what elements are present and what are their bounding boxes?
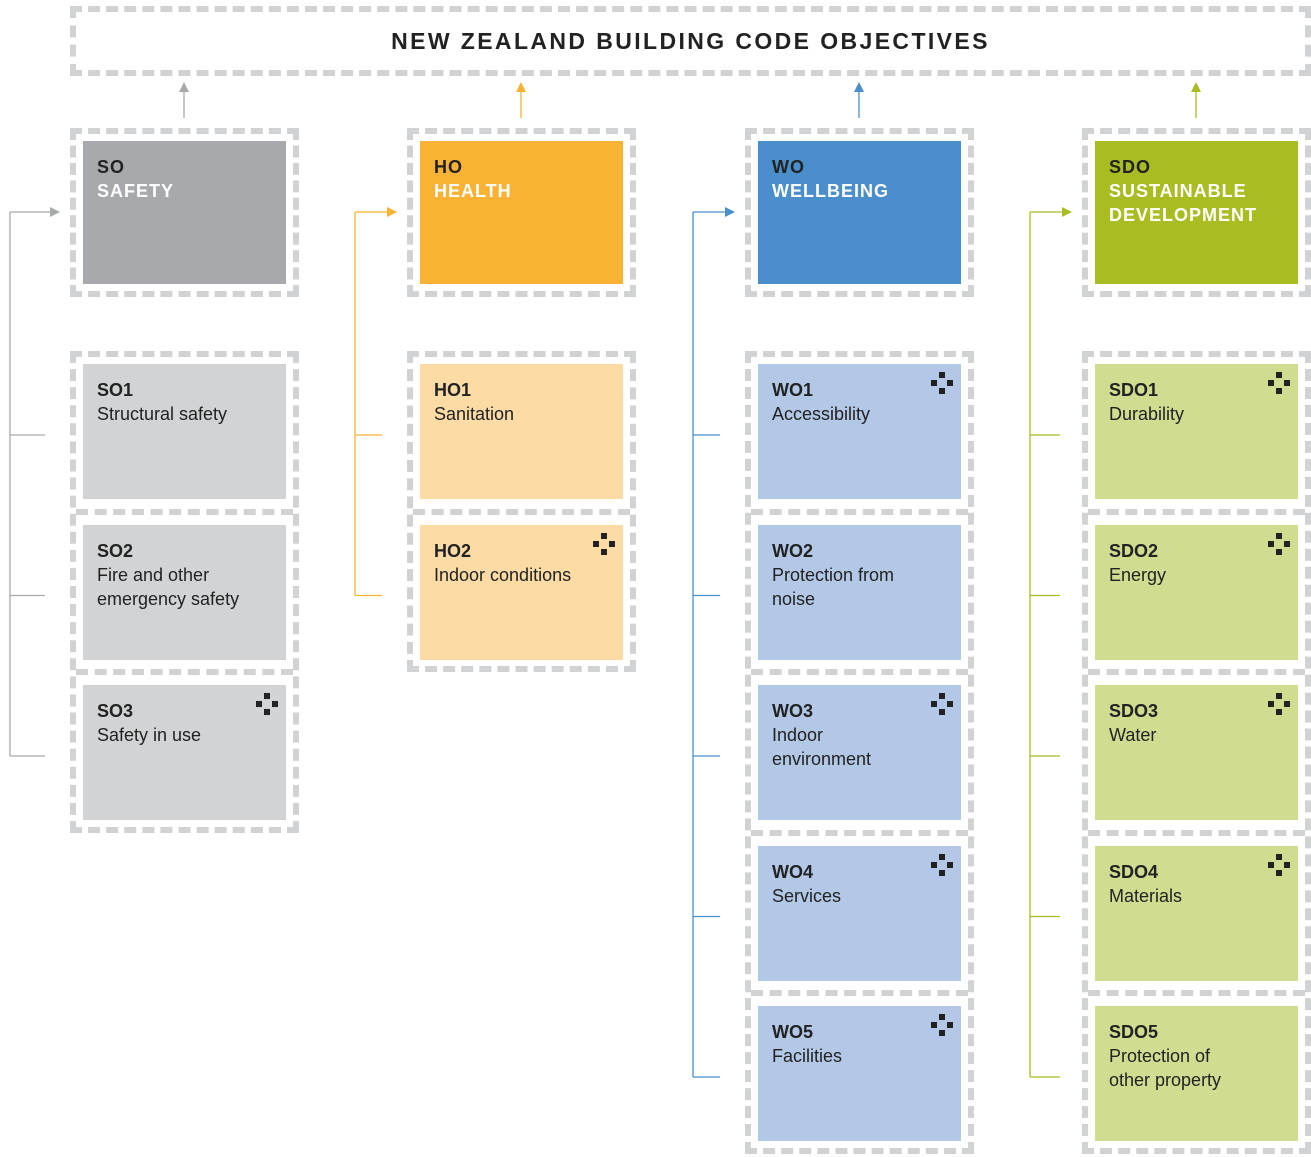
- four-dot-cross-icon: [931, 1014, 953, 1036]
- objective-code: SDO: [1109, 157, 1152, 177]
- item-code: WO1: [772, 380, 814, 400]
- item-divider: [1088, 669, 1305, 675]
- arrow-up-icon: [854, 82, 864, 92]
- safety-main-frame: [70, 128, 299, 297]
- item-divider: [76, 508, 293, 515]
- objective-code: HO: [434, 157, 463, 177]
- objective-title: SUSTAINABLE DEVELOPMENT: [1109, 181, 1258, 225]
- arrow-up-icon: [179, 82, 189, 92]
- objective-title: HEALTH: [434, 181, 512, 201]
- item-divider: [751, 990, 968, 996]
- wellbeing-main-frame: [745, 128, 974, 297]
- four-dot-cross-icon: [931, 372, 953, 394]
- item-code: WO4: [772, 861, 814, 882]
- item-code: WO5: [772, 1022, 814, 1042]
- item-code: SDO5: [1109, 1022, 1159, 1042]
- item-name: Durability: [1109, 404, 1185, 424]
- item-name: Indoor conditions: [434, 564, 572, 585]
- item-code: SO3: [97, 701, 134, 721]
- four-dot-cross-icon: [1268, 532, 1290, 555]
- item-code: HO2: [434, 540, 472, 561]
- item-code: HO1: [434, 380, 472, 400]
- item-divider: [1088, 829, 1305, 836]
- item-name: Fire and other emergency safety: [97, 564, 240, 609]
- item-code: WO3: [772, 701, 814, 721]
- objective-code: WO: [772, 157, 805, 177]
- four-dot-cross-icon: [1268, 853, 1290, 876]
- arrow-right-icon: [725, 207, 735, 217]
- item-divider: [751, 669, 968, 675]
- item-code: SDO4: [1109, 861, 1159, 882]
- item-name: Energy: [1109, 564, 1167, 585]
- item-name: Sanitation: [434, 404, 515, 424]
- item-divider: [413, 508, 630, 515]
- safety-objective-box: SO SAFETY: [83, 141, 286, 284]
- four-dot-cross-icon: [1268, 372, 1290, 394]
- item-code: SO1: [97, 380, 134, 400]
- item-code: SO2: [97, 540, 134, 561]
- item-divider: [751, 508, 968, 515]
- arrow-right-icon: [1062, 207, 1072, 217]
- health-objective-box: HO HEALTH: [420, 141, 623, 284]
- item-code: SDO1: [1109, 380, 1159, 400]
- four-dot-cross-icon: [256, 693, 278, 715]
- objective-title: SAFETY: [97, 181, 175, 201]
- item-name: Water: [1109, 725, 1157, 745]
- wellbeing-items-frame: [745, 351, 974, 1154]
- sustainable-items-frame: [1082, 351, 1311, 1154]
- sustainable-main-frame: [1082, 128, 1311, 297]
- item-name: Protection from noise: [772, 564, 895, 609]
- item-name: Services: [772, 885, 842, 906]
- safety-items-frame: [70, 351, 299, 833]
- wellbeing-objective-box: WO WELLBEING: [758, 141, 961, 284]
- item-name: Accessibility: [772, 404, 871, 424]
- item-name: Facilities: [772, 1046, 843, 1066]
- health-items-frame: [407, 351, 636, 672]
- item-code: WO2: [772, 540, 814, 561]
- four-dot-cross-icon: [931, 693, 953, 715]
- arrow-up-icon: [1191, 82, 1201, 92]
- item-divider: [1088, 990, 1305, 996]
- item-divider: [76, 669, 293, 675]
- item-name: Structural safety: [97, 404, 228, 424]
- objective-code: SO: [97, 157, 126, 177]
- item-divider: [1088, 508, 1305, 515]
- objective-title: WELLBEING: [772, 181, 889, 201]
- arrow-right-icon: [50, 207, 60, 217]
- four-dot-cross-icon: [593, 532, 615, 555]
- item-divider: [751, 829, 968, 836]
- four-dot-cross-icon: [931, 853, 953, 876]
- header-banner: NEW ZEALAND BUILDING CODE OBJECTIVES: [70, 6, 1311, 76]
- item-name: Indoor environment: [772, 725, 872, 769]
- item-name: Safety in use: [97, 725, 202, 745]
- item-code: SDO3: [1109, 701, 1159, 721]
- arrow-right-icon: [387, 207, 397, 217]
- sustainable-objective-box: SDO SUSTAINABLE DEVELOPMENT: [1095, 141, 1298, 284]
- health-main-frame: [407, 128, 636, 297]
- four-dot-cross-icon: [1268, 693, 1290, 715]
- arrow-up-icon: [516, 82, 526, 92]
- item-name: Materials: [1109, 885, 1183, 906]
- item-code: SDO2: [1109, 540, 1159, 561]
- item-name: Protection of other property: [1109, 1046, 1222, 1090]
- header-title: NEW ZEALAND BUILDING CODE OBJECTIVES: [391, 27, 990, 54]
